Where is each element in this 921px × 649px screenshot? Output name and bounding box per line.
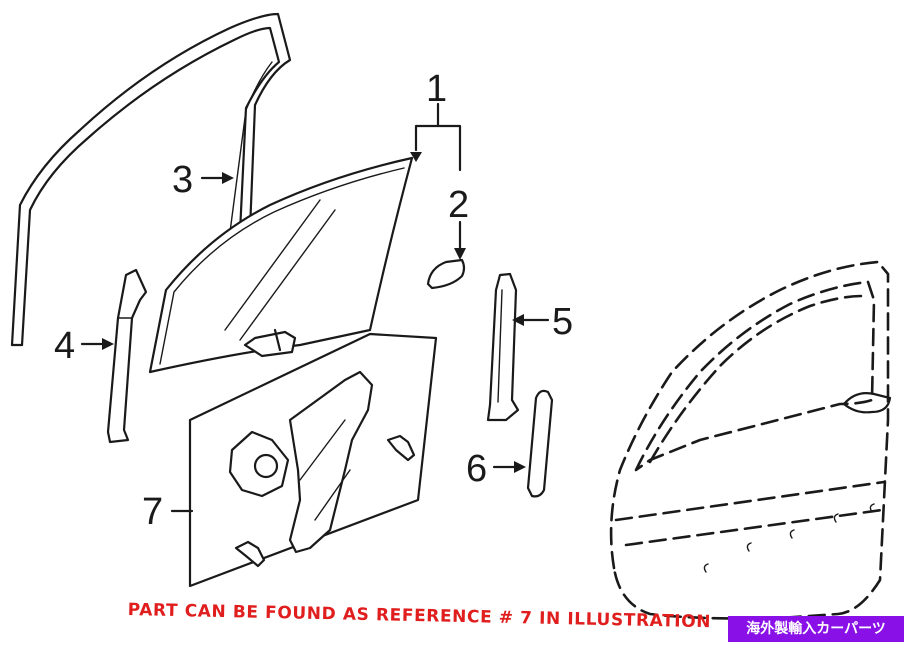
leader-lines — [80, 102, 550, 513]
door-glass-part — [148, 156, 414, 374]
weatherstrip-part — [10, 12, 292, 347]
regulator-panel — [188, 332, 438, 588]
callout-7: 7 — [142, 491, 163, 533]
shop-badge: 海外製輸入カーパーツ — [728, 616, 904, 642]
glass-cap-part — [426, 258, 466, 290]
rear-channel-part — [106, 268, 148, 444]
callout-4: 4 — [54, 325, 75, 367]
callout-3: 3 — [172, 159, 193, 201]
bolt-upper — [386, 434, 416, 462]
door-outline — [609, 260, 892, 620]
callout-5: 5 — [552, 301, 573, 343]
regulator-motor — [228, 430, 290, 498]
callout-6: 6 — [466, 448, 487, 490]
regulator-rail — [288, 370, 374, 554]
door-mirror-mount — [842, 392, 892, 414]
callout-1: 1 — [426, 68, 447, 110]
callout-2: 2 — [448, 184, 469, 226]
bolt-lower — [234, 540, 266, 568]
trim-strip-part — [526, 389, 554, 498]
front-channel-part — [486, 272, 520, 422]
